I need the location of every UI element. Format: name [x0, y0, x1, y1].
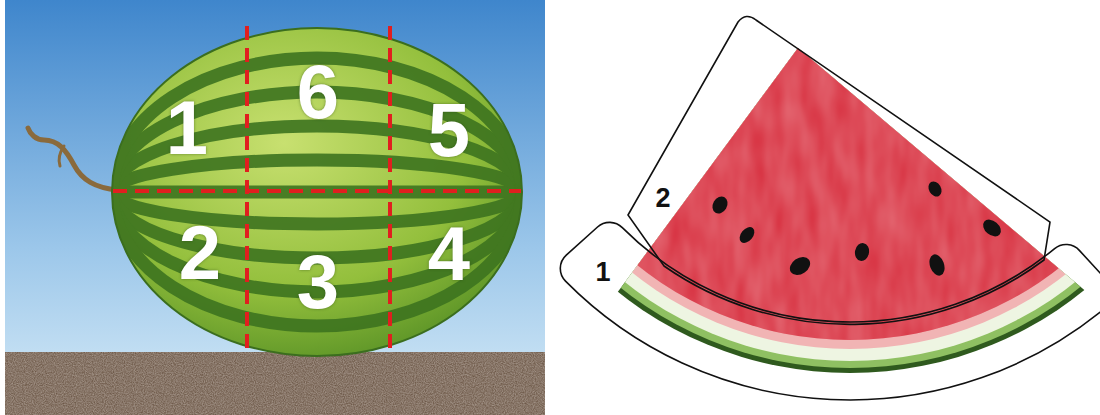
callout-number: 4 [428, 216, 470, 292]
ground-texture [5, 352, 545, 415]
seed [926, 179, 944, 199]
rind-region-outline [560, 222, 1100, 400]
rind-light [482, 0, 1100, 368]
callout-number: 2 [655, 185, 670, 212]
melon-body [112, 28, 522, 356]
rind-dark [477, 0, 1100, 373]
stripe [112, 192, 522, 326]
stem-curl [59, 146, 64, 166]
cut-line [245, 26, 249, 356]
flesh-region-outline [628, 16, 1050, 324]
seed [709, 194, 730, 217]
stripe [112, 186, 522, 199]
flesh-edge [501, 0, 1100, 349]
seed [980, 216, 1004, 240]
watermelon-slice [477, 0, 1100, 373]
callout-number: 3 [297, 244, 339, 320]
callout-number: 1 [595, 259, 610, 286]
flesh-texture [510, 0, 1100, 340]
flesh [510, 0, 1100, 340]
callout-number: 1 [166, 90, 208, 166]
cut-line [388, 26, 392, 356]
seed [786, 253, 813, 279]
seeds [709, 179, 1004, 279]
melon-outline [112, 28, 522, 356]
callout-number: 6 [297, 54, 339, 130]
seed [737, 224, 758, 246]
stem [28, 128, 118, 190]
watermelon [112, 28, 522, 356]
sky [5, 0, 545, 415]
ground [5, 352, 545, 415]
cut-line [113, 189, 521, 193]
rind-white [489, 0, 1100, 361]
callout-number: 2 [179, 215, 221, 291]
callout-number: 5 [428, 92, 470, 168]
seed [854, 242, 871, 262]
seed [927, 252, 948, 277]
cut-lines [113, 26, 521, 356]
